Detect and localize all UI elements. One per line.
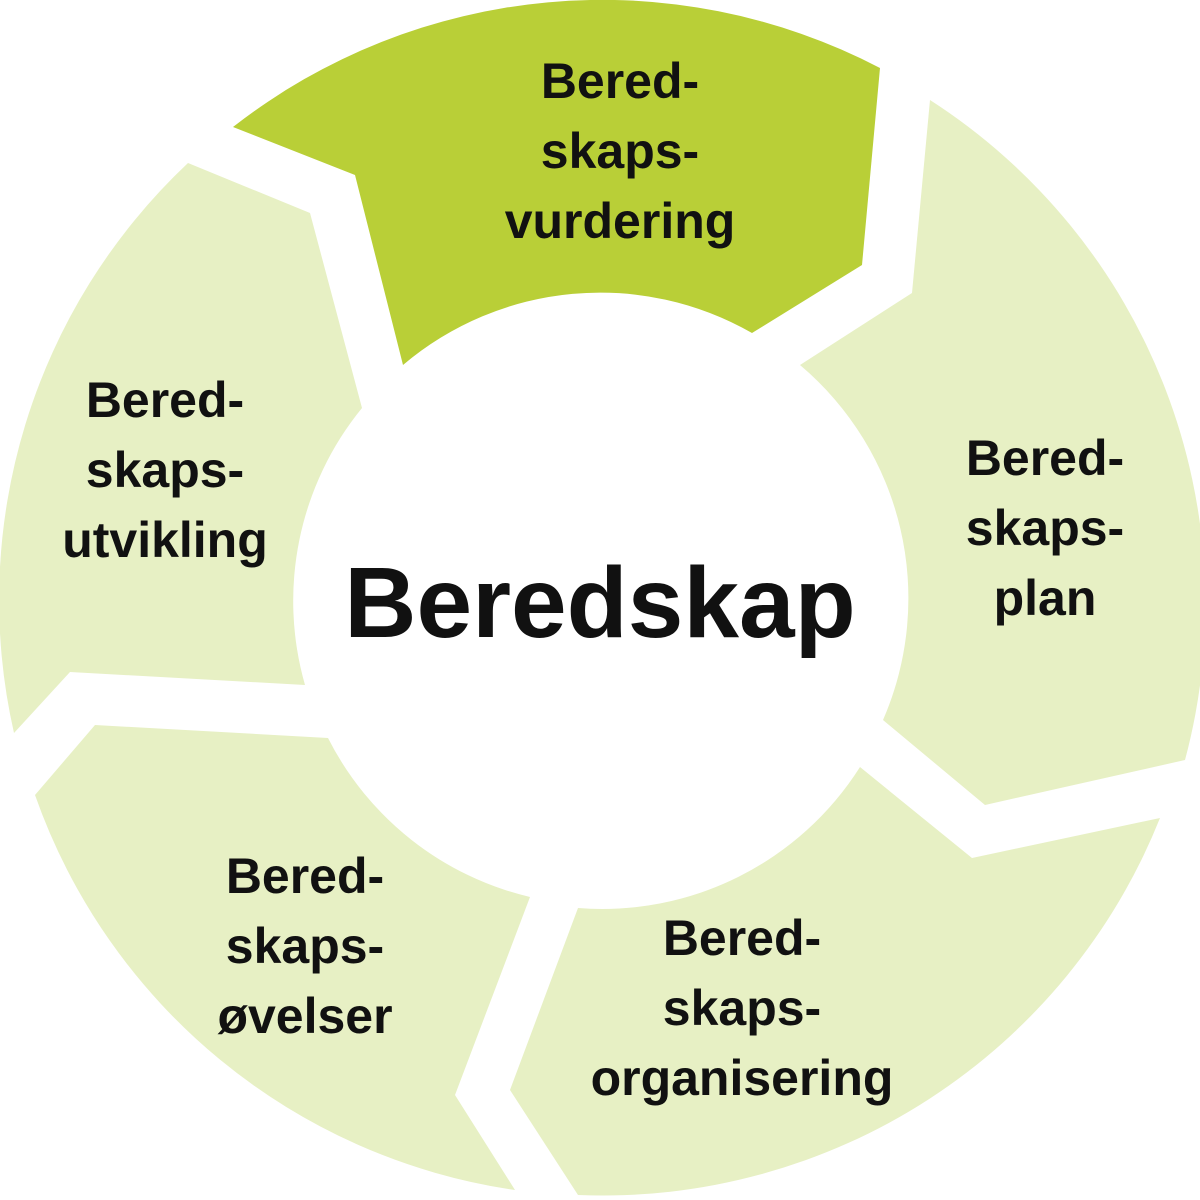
label-line: øvelser [217,988,392,1044]
label-line: utvikling [62,512,268,568]
segment-ovelser [35,725,530,1190]
label-ovelser: Bered- skaps- øvelser [217,848,392,1044]
label-line: vurdering [505,193,736,249]
label-line: Bered- [226,848,384,904]
segment-vurdering [233,0,880,365]
label-line: plan [994,570,1097,626]
label-line: Bered- [541,53,699,109]
label-line: skaps- [663,980,821,1036]
label-plan: Bered- skaps- plan [966,430,1124,626]
label-organisering: Bered- skaps- organisering [591,910,894,1106]
label-line: skaps- [86,442,244,498]
label-line: skaps- [966,500,1124,556]
segment-plan [800,100,1200,805]
label-line: organisering [591,1050,894,1106]
label-vurdering: Bered- skaps- vurdering [505,53,736,249]
label-line: Bered- [966,430,1124,486]
segment-organisering [510,767,1160,1196]
segment-utvikling [0,163,362,733]
center-title: Beredskap [344,547,855,659]
label-line: Bered- [663,910,821,966]
label-utvikling: Bered- skaps- utvikling [62,372,268,568]
label-line: Bered- [86,372,244,428]
label-line: skaps- [541,123,699,179]
label-line: skaps- [226,918,384,974]
